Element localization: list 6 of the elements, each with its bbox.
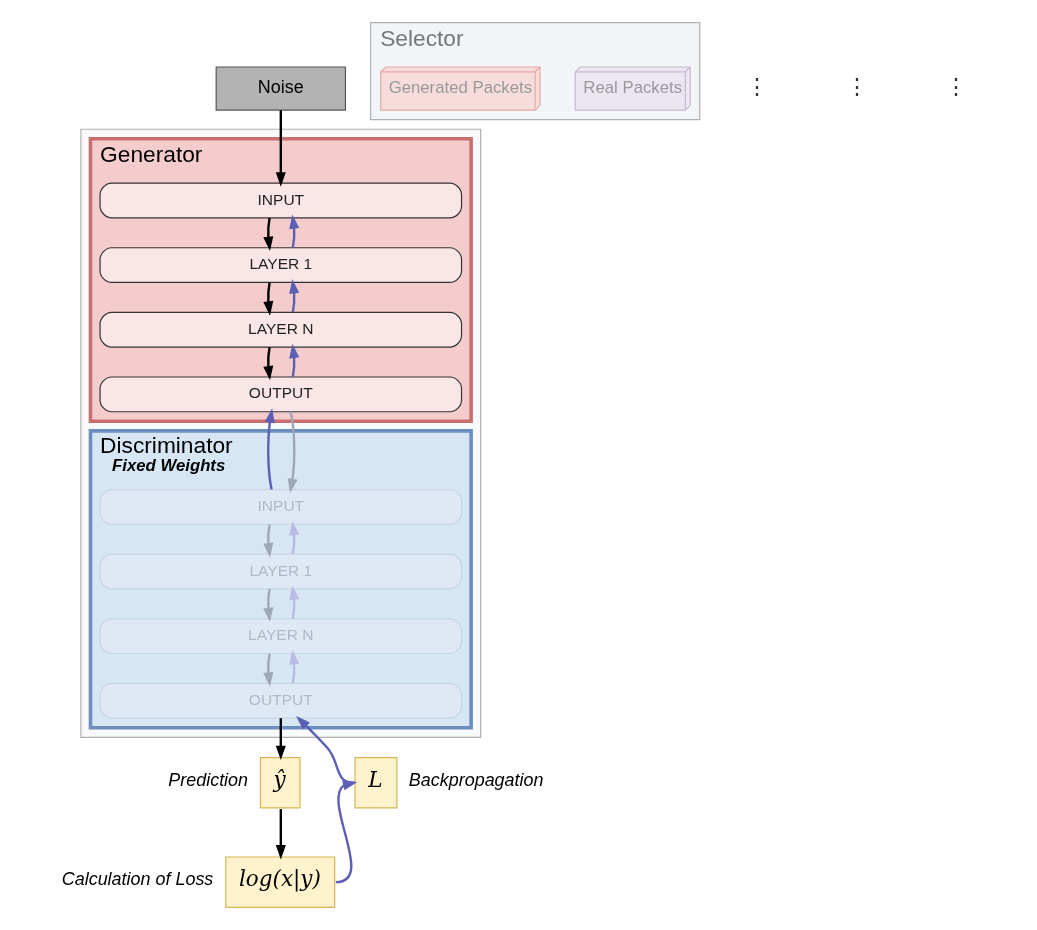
label: ⋮ <box>745 74 768 99</box>
label: ⋮ <box>845 74 868 99</box>
node-label: Backpropagation <box>408 769 544 790</box>
node-label: Prediction <box>167 769 248 790</box>
node-label: Calculation of Loss <box>61 869 213 890</box>
label: ⋮ <box>944 74 967 99</box>
